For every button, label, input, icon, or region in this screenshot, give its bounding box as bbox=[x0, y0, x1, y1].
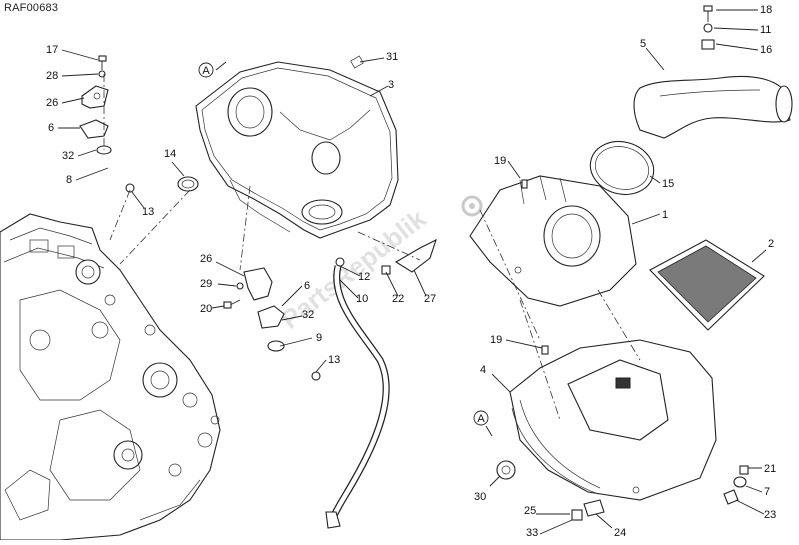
callout-3: 3 bbox=[388, 79, 394, 91]
section-marker-a-top: A bbox=[198, 61, 227, 78]
callout-16: 16 bbox=[760, 44, 772, 56]
screw-21 bbox=[739, 465, 749, 475]
sensor-6 bbox=[79, 119, 109, 139]
callout-12: 12 bbox=[358, 271, 370, 283]
engine-block bbox=[0, 213, 221, 541]
screw-19a bbox=[521, 179, 528, 189]
callout-33: 33 bbox=[526, 527, 538, 539]
svg-text:A: A bbox=[202, 65, 210, 77]
grommet-7 bbox=[733, 476, 747, 488]
callout-15: 15 bbox=[662, 178, 674, 190]
nut-16 bbox=[701, 39, 715, 50]
cap-13 bbox=[125, 183, 135, 193]
callout-17: 17 bbox=[46, 44, 58, 56]
nut-33 bbox=[571, 509, 583, 521]
screw-19b bbox=[541, 345, 549, 355]
drain-hose bbox=[329, 265, 389, 521]
watermark-gear-icon bbox=[461, 195, 483, 217]
callout-9: 9 bbox=[316, 332, 322, 344]
airbox-cover bbox=[195, 55, 399, 239]
clamp-32b bbox=[267, 340, 285, 352]
screw-18 bbox=[703, 5, 713, 12]
callout-1: 1 bbox=[662, 209, 668, 221]
sensor-6b bbox=[257, 305, 285, 329]
callout-31: 31 bbox=[386, 51, 398, 63]
inlet-duct bbox=[633, 75, 793, 139]
air-filter bbox=[649, 239, 765, 331]
bracket-24 bbox=[583, 499, 605, 517]
callout-24: 24 bbox=[614, 527, 626, 539]
svg-text:A: A bbox=[477, 413, 485, 425]
callout-19a: 19 bbox=[494, 155, 506, 167]
callout-6b: 6 bbox=[304, 280, 310, 292]
callout-2: 2 bbox=[768, 238, 774, 250]
callout-5: 5 bbox=[640, 38, 646, 50]
duct-clamp bbox=[589, 141, 655, 195]
washer-29 bbox=[236, 282, 244, 290]
callout-26b: 26 bbox=[200, 253, 212, 265]
callout-22: 22 bbox=[392, 293, 404, 305]
hose-clip bbox=[335, 257, 345, 267]
clamp-14 bbox=[177, 176, 199, 192]
callout-29: 29 bbox=[200, 278, 212, 290]
grommet-30 bbox=[496, 460, 516, 480]
callout-7: 7 bbox=[764, 486, 770, 498]
callout-23: 23 bbox=[764, 509, 776, 521]
callout-14: 14 bbox=[164, 148, 176, 160]
callout-21: 21 bbox=[764, 463, 776, 475]
callout-13a: 13 bbox=[142, 206, 154, 218]
callout-10: 10 bbox=[356, 293, 368, 305]
hose-end bbox=[325, 511, 341, 529]
callout-4: 4 bbox=[480, 364, 486, 376]
callout-8: 8 bbox=[66, 174, 72, 186]
screw-20 bbox=[223, 301, 232, 309]
callout-30: 30 bbox=[474, 491, 486, 503]
callout-27: 27 bbox=[424, 293, 436, 305]
callout-25: 25 bbox=[524, 505, 536, 517]
callout-11: 11 bbox=[760, 24, 771, 36]
callout-26a: 26 bbox=[46, 97, 58, 109]
washer-28 bbox=[98, 70, 106, 78]
callout-28: 28 bbox=[46, 70, 58, 82]
callout-20: 20 bbox=[200, 303, 212, 315]
callout-19b: 19 bbox=[490, 334, 502, 346]
bracket-26b bbox=[243, 267, 273, 301]
callout-6a: 6 bbox=[48, 122, 54, 134]
bracket-27 bbox=[394, 238, 437, 273]
airbox-lower bbox=[509, 339, 717, 501]
cap-13b bbox=[311, 371, 321, 381]
callout-32b: 32 bbox=[302, 309, 314, 321]
callout-13b: 13 bbox=[328, 354, 340, 366]
nut-22 bbox=[381, 265, 391, 275]
section-marker-a-bottom: A bbox=[473, 410, 493, 437]
hose-9 bbox=[279, 354, 311, 370]
reference-code: RAF00683 bbox=[4, 2, 59, 14]
callout-32a: 32 bbox=[62, 150, 74, 162]
callout-18: 18 bbox=[760, 4, 772, 16]
airbox-upper bbox=[469, 175, 637, 307]
clip-23 bbox=[723, 489, 739, 505]
washer-11 bbox=[703, 23, 713, 33]
screw-17 bbox=[98, 55, 107, 70]
